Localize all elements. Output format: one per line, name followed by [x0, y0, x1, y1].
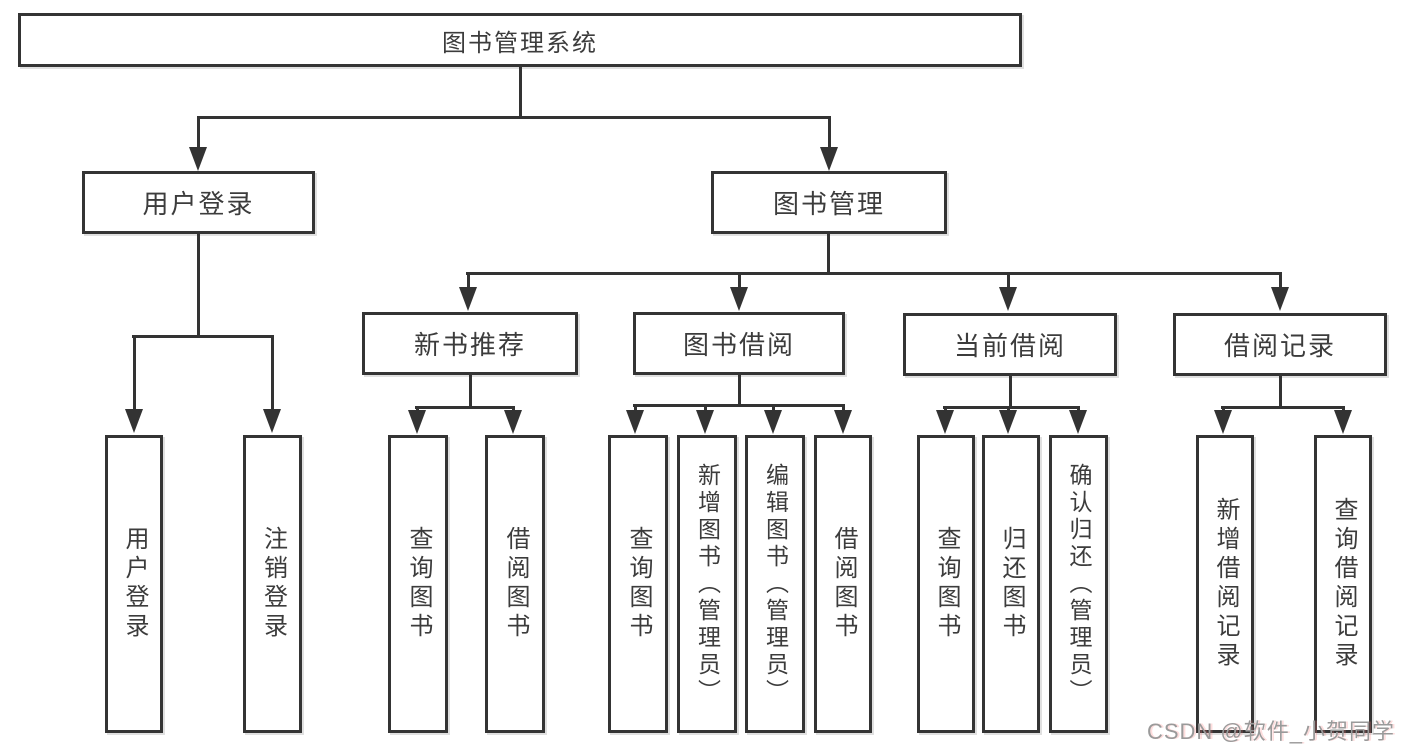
node-book-management: 图书管理 [711, 171, 947, 234]
connector-arrowhead [189, 147, 207, 171]
connector-line [1278, 376, 1282, 408]
connector-line [1278, 274, 1282, 291]
leaf-confirm-return-admin: 确认归还（管理员） [1049, 435, 1108, 733]
leaf-confirm-return-admin-label: 确认归还（管理员） [1066, 462, 1092, 706]
connector-line [518, 67, 522, 118]
connector-arrowhead [696, 410, 714, 434]
leaf-query-borrow-record-label: 查询借阅记录 [1330, 497, 1357, 671]
leaf-query-book-borrow-label: 查询图书 [625, 526, 652, 642]
connector-line [943, 405, 1080, 409]
connector-line [466, 274, 470, 291]
connector-arrowhead [834, 410, 852, 434]
connector-arrowhead [820, 147, 838, 171]
node-root: 图书管理系统 [18, 13, 1022, 67]
watermark: CSDN @软件_小贺同学 [1146, 719, 1395, 744]
leaf-user-login: 用户登录 [105, 435, 163, 733]
connector-line [633, 403, 845, 407]
node-book-borrow: 图书借阅 [633, 312, 845, 375]
leaf-add-book-admin: 新增图书（管理员） [677, 435, 737, 733]
leaf-add-borrow-record-label: 新增借阅记录 [1212, 497, 1239, 671]
connector-line [196, 118, 200, 151]
connector-arrowhead [936, 410, 954, 434]
leaf-logout-label: 注销登录 [259, 526, 287, 642]
connector-arrowhead [125, 409, 143, 433]
leaf-borrow-book-recommend: 借阅图书 [485, 435, 545, 733]
connector-arrowhead [999, 410, 1017, 434]
leaf-query-book-recommend: 查询图书 [388, 435, 448, 733]
node-new-book-recommend: 新书推荐 [362, 312, 578, 375]
connector-arrowhead [504, 410, 522, 434]
connector-line [466, 271, 1282, 275]
leaf-user-login-label: 用户登录 [121, 526, 148, 642]
connector-arrowhead [1334, 410, 1352, 434]
leaf-logout: 注销登录 [243, 435, 302, 733]
connector-line [196, 233, 200, 338]
connector-line [415, 405, 515, 409]
connector-arrowhead [408, 410, 426, 434]
leaf-return-book-label: 归还图书 [998, 526, 1025, 642]
leaf-add-book-admin-label: 新增图书（管理员） [694, 462, 721, 706]
connector-line [132, 334, 274, 338]
leaf-query-book-borrow: 查询图书 [608, 435, 668, 733]
connector-arrowhead [999, 287, 1017, 311]
leaf-borrow-book-recommend-label: 借阅图书 [502, 526, 529, 642]
leaf-query-book-recommend-label: 查询图书 [405, 526, 432, 642]
node-borrow-records: 借阅记录 [1173, 313, 1387, 376]
leaf-query-borrow-record: 查询借阅记录 [1314, 435, 1372, 733]
leaf-borrow-book: 借阅图书 [814, 435, 872, 733]
connector-arrowhead [459, 287, 477, 311]
connector-line [827, 118, 831, 151]
connector-arrowhead [1069, 410, 1087, 434]
leaf-query-book-current: 查询图书 [917, 435, 975, 733]
connector-line [197, 115, 831, 119]
connector-arrowhead [1271, 287, 1289, 311]
connector-arrowhead [764, 410, 782, 434]
node-user-login: 用户登录 [82, 171, 315, 234]
leaf-borrow-book-label: 借阅图书 [830, 526, 857, 642]
connector-line [737, 375, 741, 407]
connector-line [468, 375, 472, 408]
connector-arrowhead [263, 409, 281, 433]
connector-line [270, 337, 274, 413]
leaf-edit-book-admin-label: 编辑图书（管理员） [762, 462, 789, 706]
connector-line [1006, 274, 1010, 291]
connector-line [826, 234, 830, 275]
leaf-add-borrow-record: 新增借阅记录 [1196, 435, 1254, 733]
connector-line [737, 274, 741, 291]
connector-line [132, 337, 136, 413]
connector-arrowhead [626, 410, 644, 434]
leaf-return-book: 归还图书 [982, 435, 1040, 733]
node-current-borrow: 当前借阅 [903, 313, 1117, 376]
connector-arrowhead [730, 287, 748, 311]
connector-arrowhead [1214, 410, 1232, 434]
connector-line [1221, 405, 1345, 409]
leaf-edit-book-admin: 编辑图书（管理员） [745, 435, 805, 733]
connector-line [1008, 376, 1012, 408]
leaf-query-book-current-label: 查询图书 [933, 526, 960, 642]
